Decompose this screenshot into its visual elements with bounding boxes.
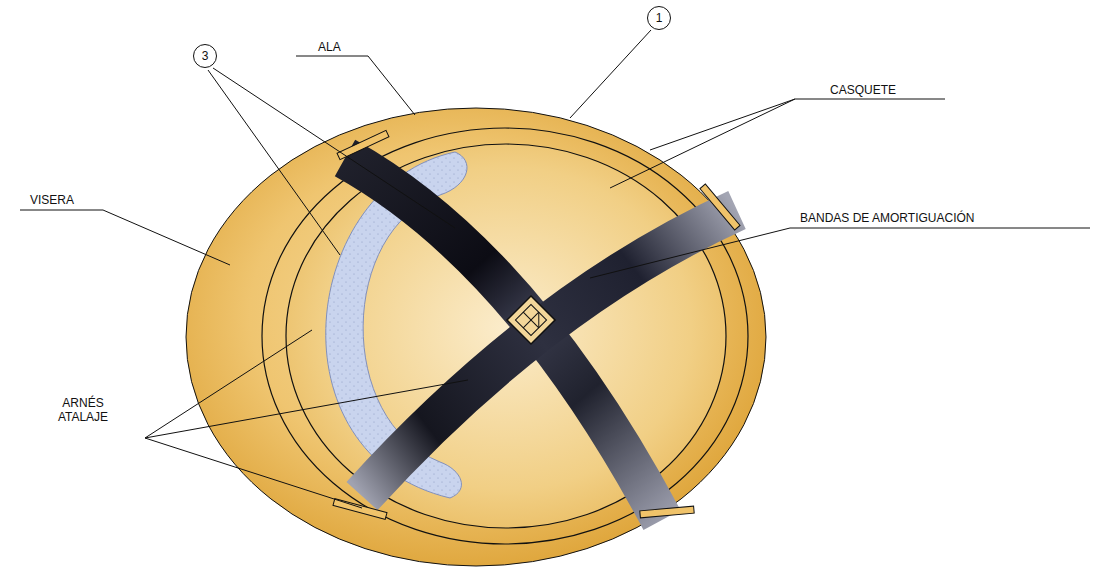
part-label: BANDAS DE AMORTIGUACIÓN [800,211,974,225]
center-knot [507,296,555,344]
band-clips [333,130,740,519]
callout-number: 3 [193,44,217,68]
callout-number: 1 [647,6,671,30]
callout-text: 1 [656,11,663,25]
callout-text: 3 [202,49,209,63]
part-label: ALA [318,40,341,54]
cushion-band [362,210,737,496]
part-label: ARNÉS ATALAJE [48,396,118,424]
part-label: CASQUETE [830,83,896,97]
part-label: VISERA [30,193,74,207]
wing-ring [262,128,748,544]
leader-lines [20,30,1090,508]
visor-brim [186,108,766,566]
